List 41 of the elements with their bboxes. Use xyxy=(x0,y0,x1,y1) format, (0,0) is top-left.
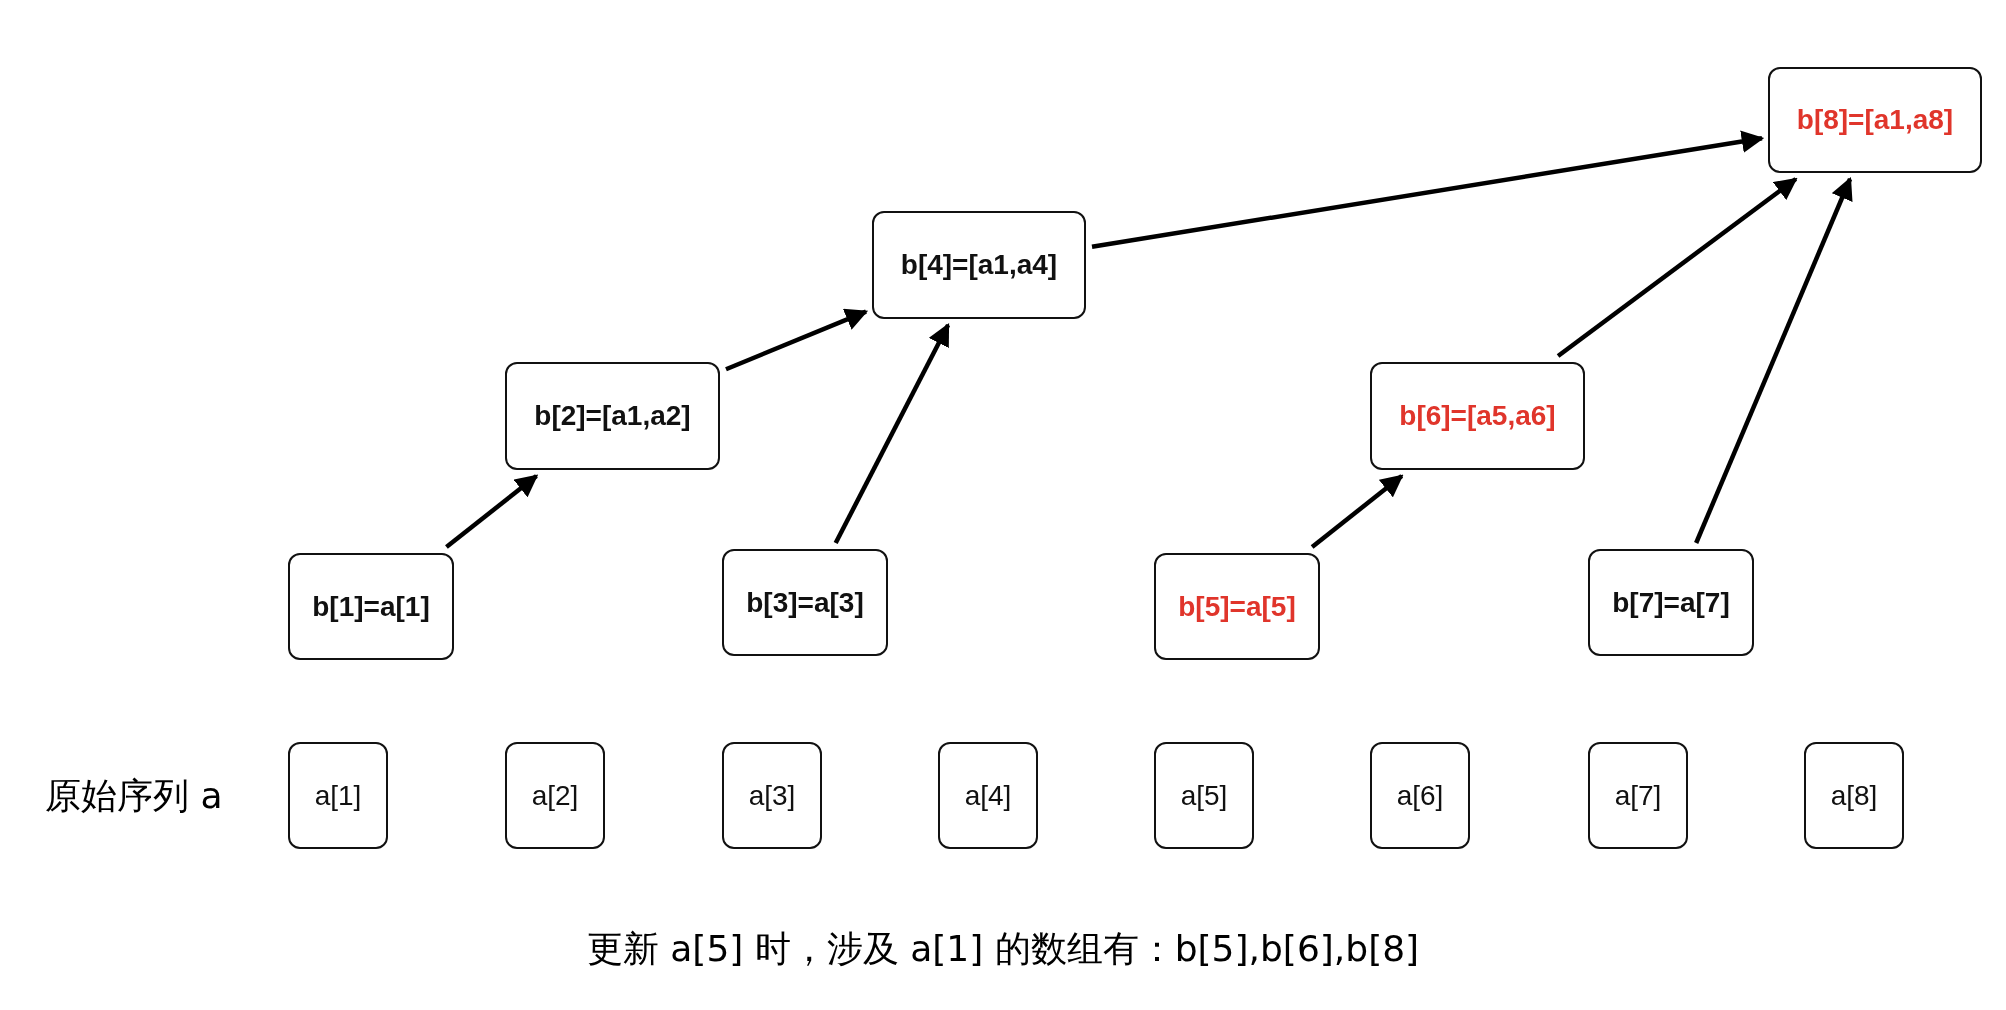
node-label: b[2]=[a1,a2] xyxy=(534,400,691,432)
node-label: a[8] xyxy=(1830,779,1878,812)
node-label: a[4] xyxy=(964,779,1012,812)
node-label: b[8]=[a1,a8] xyxy=(1796,104,1954,136)
rounded-box xyxy=(1154,553,1320,660)
node-label: b[7]=a[7] xyxy=(1612,586,1730,619)
arrow xyxy=(1091,130,1765,249)
node-label: a[7] xyxy=(1614,779,1662,812)
arrow xyxy=(1694,176,1853,544)
node-label: a[6] xyxy=(1396,779,1444,812)
node-label: a[1] xyxy=(314,779,362,812)
arrow xyxy=(833,323,951,545)
rounded-box xyxy=(505,742,605,849)
rounded-box xyxy=(872,211,1086,319)
rounded-box xyxy=(1768,67,1982,173)
rounded-box xyxy=(1804,742,1904,849)
rounded-box xyxy=(288,742,388,849)
node-label: b[4]=[a1,a4] xyxy=(900,249,1058,281)
node-label: a[2] xyxy=(531,779,579,812)
rounded-box xyxy=(1370,742,1470,849)
caption: 更新 a[5] 时，涉及 a[1] 的数组有：b[5],b[6],b[8] xyxy=(585,927,1421,971)
node-label: a[3] xyxy=(748,779,796,812)
rounded-box xyxy=(1588,549,1754,656)
rounded-box xyxy=(1370,362,1585,470)
node-label: b[1]=a[1] xyxy=(312,590,430,623)
arrow xyxy=(1556,177,1798,358)
rounded-box xyxy=(722,549,888,656)
node-label: a[5] xyxy=(1180,779,1228,812)
node-label: b[3]=a[3] xyxy=(746,586,864,619)
rounded-box xyxy=(938,742,1038,849)
arrow xyxy=(445,474,539,549)
rounded-box xyxy=(505,362,720,470)
node-label: b[6]=[a5,a6] xyxy=(1399,400,1556,432)
rounded-box xyxy=(1154,742,1254,849)
node-label: b[5]=a[5] xyxy=(1178,590,1296,623)
arrow xyxy=(725,308,869,372)
arrow xyxy=(1310,474,1404,549)
rounded-box xyxy=(722,742,822,849)
row-label: 原始序列 a xyxy=(45,774,223,818)
rounded-box xyxy=(288,553,454,660)
rounded-box xyxy=(1588,742,1688,849)
